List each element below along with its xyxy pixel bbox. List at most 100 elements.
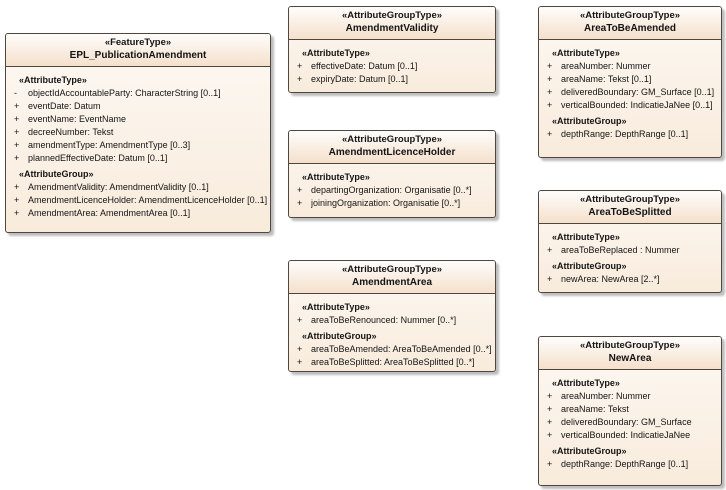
class-body: «AttributeType» + effectiveDate: Datum [0.… bbox=[289, 40, 495, 90]
class-name: AreaToBeAmended bbox=[583, 23, 677, 34]
visibility-sign: + bbox=[297, 74, 303, 84]
attribute-row: + AmendmentLicenceHolder: AmendmentLicenc… bbox=[6, 194, 268, 207]
attribute-text: deliveredBoundary: GM_Surface [0..1] bbox=[561, 87, 715, 97]
visibility-sign: + bbox=[297, 198, 303, 208]
class-body: «AttributeType»-objectIdAccountableParty… bbox=[6, 67, 270, 224]
attribute-row: + verticalBounded: IndicatieJaNee [0..1] bbox=[539, 99, 719, 112]
attribute-text: verticalBounded: IndicatieJaNee [0..1] bbox=[561, 100, 713, 110]
class-box-areatobeamended[interactable]: «AttributeGroupType»AreaToBeAmended«Attr… bbox=[538, 6, 722, 158]
class-body: «AttributeType»+areaToBeReplaced : Numme… bbox=[539, 224, 721, 290]
class-box-amendmentarea[interactable]: «AttributeGroupType»AmendmentArea«Attrib… bbox=[288, 260, 496, 372]
class-body: «AttributeType» + areaNumber: Nummer +areaN… bbox=[539, 40, 721, 145]
class-box-epl[interactable]: «FeatureType»EPL_PublicationAmendment«At… bbox=[5, 33, 271, 233]
attribute-row: +departingOrganization: Organisatie [0..… bbox=[289, 184, 493, 197]
attribute-text: areaToBeSplitted: AreaToBeSplitted [0..*… bbox=[311, 357, 475, 367]
attribute-row: +eventDate: Datum bbox=[6, 100, 268, 113]
attribute-text: eventDate: Datum bbox=[28, 101, 101, 111]
attribute-text: depthRange: DepthRange [0..1] bbox=[561, 129, 689, 139]
attribute-text: AmendmentArea: AmendmentArea [0..1] bbox=[28, 208, 191, 218]
class-box-areatobesplitted[interactable]: «AttributeGroupType»AreaToBeSplitted«Att… bbox=[538, 190, 722, 293]
visibility-sign: + bbox=[14, 153, 20, 163]
attribute-row: + areaName: Tekst bbox=[539, 403, 719, 416]
class-stereotype: «AttributeGroupType» bbox=[341, 134, 443, 145]
class-name: NewArea bbox=[608, 353, 652, 364]
visibility-sign: + bbox=[547, 459, 553, 469]
attribute-row: +depthRange: DepthRange [0..1] bbox=[539, 128, 719, 141]
visibility-sign: + bbox=[297, 61, 303, 71]
visibility-sign: - bbox=[14, 88, 17, 98]
attribute-text: AmendmentLicenceHolder: AmendmentLicence… bbox=[28, 195, 268, 205]
attribute-row: + effectiveDate: Datum [0..1] bbox=[289, 60, 493, 73]
section-label: «AttributeType» bbox=[552, 48, 620, 58]
attribute-text: deliveredBoundary: GM_Surface bbox=[561, 417, 692, 427]
class-stereotype: «AttributeGroupType» bbox=[579, 10, 681, 21]
section-label: «AttributeGroup» bbox=[552, 446, 627, 456]
class-stereotype: «AttributeGroupType» bbox=[579, 340, 681, 351]
class-stereotype: «AttributeGroupType» bbox=[341, 264, 443, 275]
visibility-sign: + bbox=[14, 140, 20, 150]
class-box-amendmentvalidity[interactable]: «AttributeGroupType»AmendmentValidity«At… bbox=[288, 6, 496, 93]
attribute-text: areaToBeReplaced : Nummer bbox=[561, 245, 680, 255]
attribute-text: areaToBeAmended: AreaToBeAmended [0..*] bbox=[311, 344, 492, 354]
section-label: «AttributeType» bbox=[19, 75, 87, 85]
attribute-text: amendmentType: AmendmentType [0..3] bbox=[28, 140, 191, 150]
attribute-row: +verticalBounded: IndicatieJaNee bbox=[539, 429, 719, 442]
class-name: AmendmentArea bbox=[351, 277, 433, 288]
attribute-text: effectiveDate: Datum [0..1] bbox=[311, 61, 418, 71]
attribute-row: +AmendmentArea: AmendmentArea [0..1] bbox=[6, 207, 268, 220]
section-label: «AttributeType» bbox=[302, 48, 370, 58]
class-body: «AttributeType»+areaToBeRenounced: Numme… bbox=[289, 294, 495, 371]
section-label: «AttributeType» bbox=[302, 172, 370, 182]
class-header: «AttributeGroupType» AmendmentArea bbox=[289, 261, 495, 294]
attribute-row: + amendmentType: AmendmentType [0..3] bbox=[6, 139, 268, 152]
visibility-sign: + bbox=[14, 182, 20, 192]
visibility-sign: + bbox=[297, 344, 303, 354]
section-label: «AttributeGroup» bbox=[19, 169, 94, 179]
attribute-row: +areaName: Tekst [0..1] bbox=[539, 73, 719, 86]
attribute-row: + areaToBeRenounced: Nummer [0..*] bbox=[289, 314, 493, 327]
class-header: «AttributeGroupType» NewArea bbox=[539, 337, 721, 370]
visibility-sign: + bbox=[547, 417, 553, 427]
visibility-sign: + bbox=[297, 315, 303, 325]
class-name: AmendmentValidity bbox=[345, 23, 439, 34]
class-box-amendmentlicenceholder[interactable]: «AttributeGroupType» AmendmentLicenceHold… bbox=[288, 130, 496, 218]
class-name: AmendmentLicenceHolder bbox=[328, 147, 456, 158]
attribute-text: expiryDate: Datum [0..1] bbox=[311, 74, 409, 84]
attribute-text: verticalBounded: IndicatieJaNee bbox=[561, 430, 691, 440]
attribute-row: + deliveredBoundary: GM_Surface [0..1] bbox=[539, 86, 719, 99]
attribute-row: + expiryDate: Datum [0..1] bbox=[289, 73, 493, 86]
attribute-text: depthRange: DepthRange [0..1] bbox=[561, 459, 689, 469]
attribute-row: +eventName: EventName bbox=[6, 113, 268, 126]
class-stereotype: «AttributeGroupType» bbox=[341, 10, 443, 21]
class-header: «AttributeGroupType» AreaToBeAmended bbox=[539, 7, 721, 40]
attribute-text: areaName: Tekst bbox=[561, 404, 629, 414]
attribute-row: + deliveredBoundary: GM_Surface bbox=[539, 416, 719, 429]
attribute-row: +areaToBeReplaced : Nummer bbox=[539, 244, 719, 257]
class-stereotype: «FeatureType» bbox=[104, 37, 172, 48]
attribute-row: + areaToBeSplitted: AreaToBeSplitted [0..… bbox=[289, 356, 493, 369]
attribute-row: +newArea: NewArea [2..*] bbox=[539, 273, 719, 286]
section-label: «AttributeType» bbox=[552, 232, 620, 242]
visibility-sign: + bbox=[547, 391, 553, 401]
attribute-row: + AmendmentValidity: AmendmentValidity [0… bbox=[6, 181, 268, 194]
section-label: «AttributeGroup» bbox=[552, 261, 627, 271]
visibility-sign: + bbox=[547, 74, 553, 84]
class-name: AreaToBeSplitted bbox=[588, 207, 672, 218]
section-label: «AttributeType» bbox=[552, 378, 620, 388]
attribute-text: areaToBeRenounced: Nummer [0..*] bbox=[311, 315, 457, 325]
attribute-row: + areaToBeAmended: AreaToBeAmended [0..*] bbox=[289, 343, 493, 356]
visibility-sign: + bbox=[297, 357, 303, 367]
visibility-sign: + bbox=[14, 195, 20, 205]
attribute-text: areaNumber: Nummer bbox=[561, 61, 651, 71]
visibility-sign: + bbox=[547, 100, 553, 110]
class-box-newarea[interactable]: «AttributeGroupType» NewArea «AttributeTyp… bbox=[538, 336, 722, 486]
class-header: «AttributeGroupType» AmendmentValidity bbox=[289, 7, 495, 40]
visibility-sign: + bbox=[547, 404, 553, 414]
attribute-text: AmendmentValidity: AmendmentValidity [0.… bbox=[28, 182, 209, 192]
visibility-sign: + bbox=[547, 274, 553, 284]
visibility-sign: + bbox=[547, 87, 553, 97]
attribute-text: decreeNumber: Tekst bbox=[28, 127, 114, 137]
attribute-text: joiningOrganization: Organisatie [0..*] bbox=[311, 198, 461, 208]
attribute-text: departingOrganization: Organisatie [0..*… bbox=[311, 185, 472, 195]
